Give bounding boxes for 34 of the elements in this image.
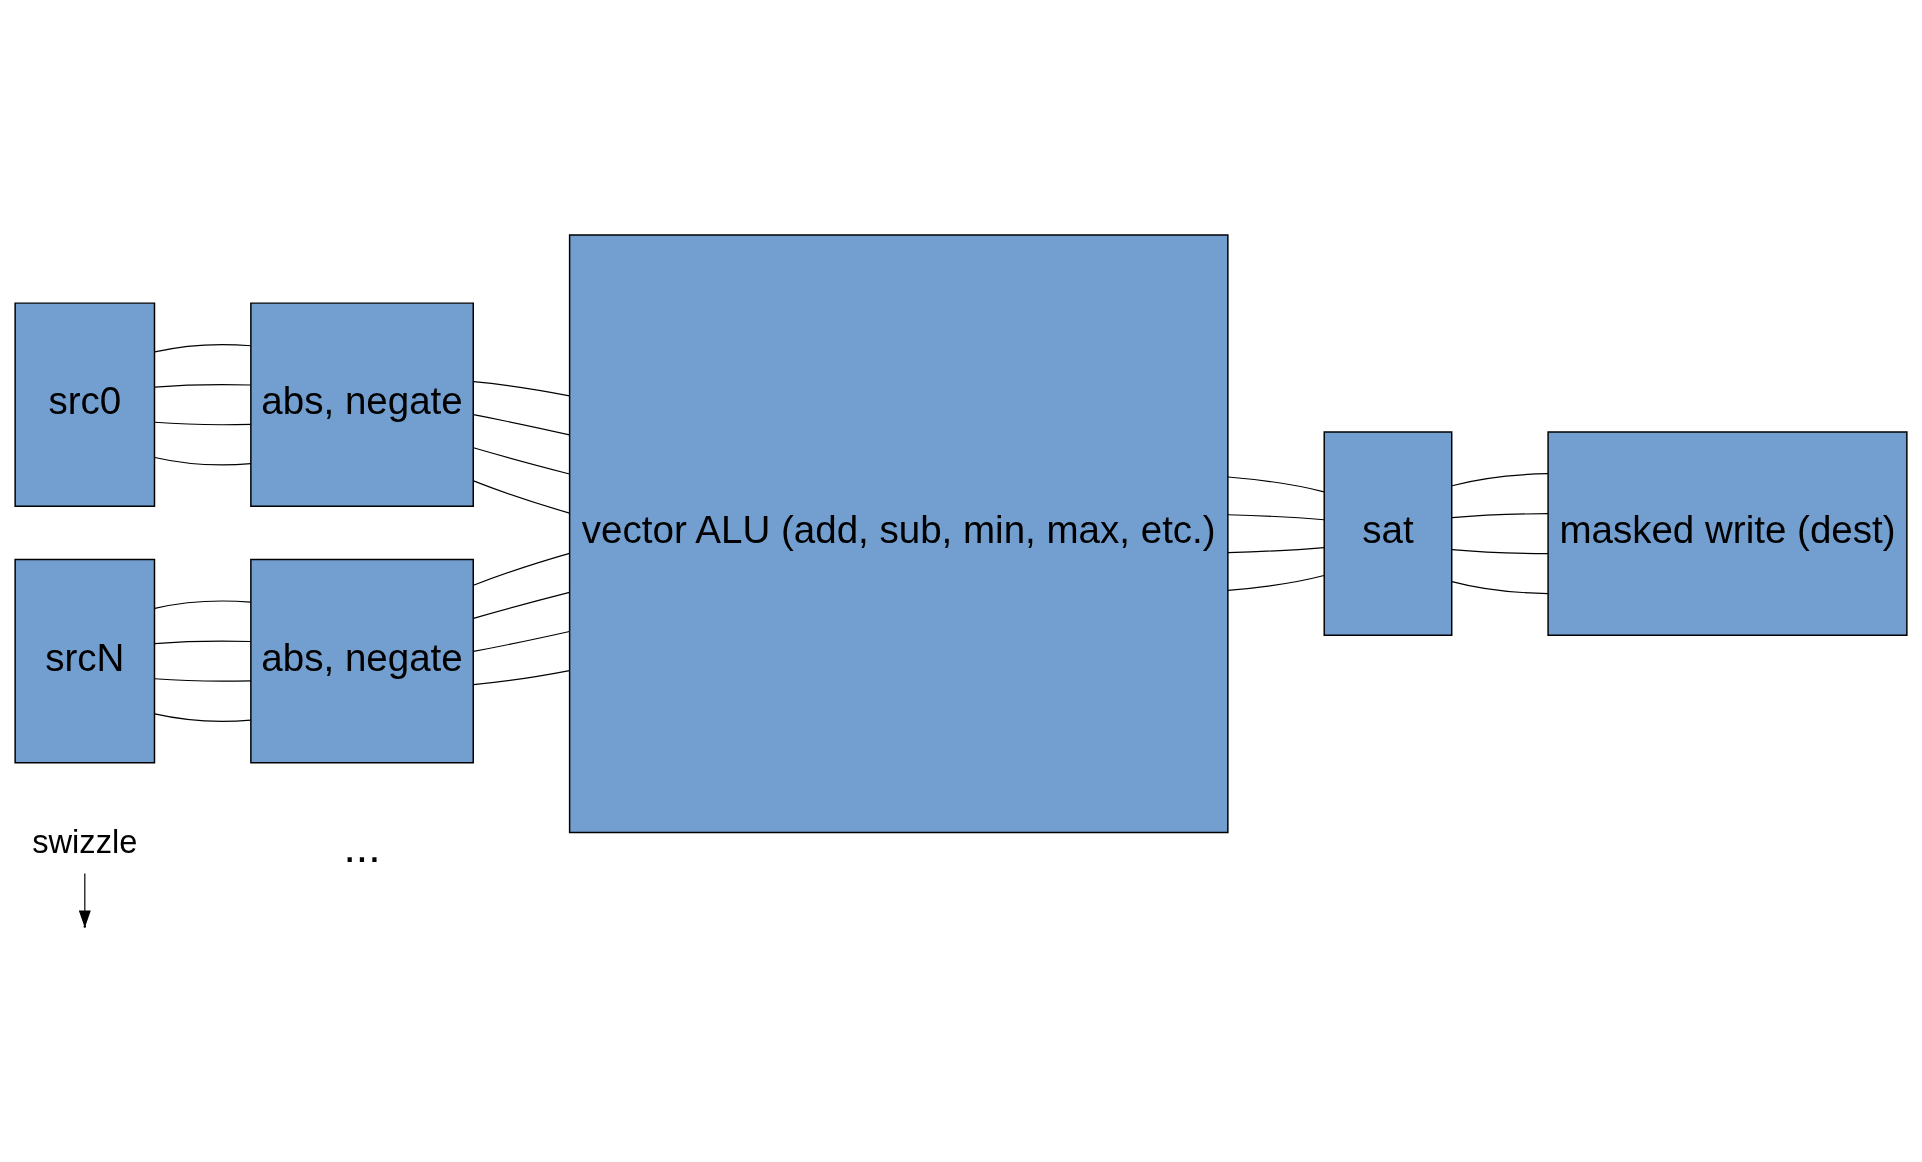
connector <box>472 670 571 686</box>
connector <box>1451 581 1549 595</box>
connector <box>154 640 252 645</box>
node-box: srcN <box>14 558 156 764</box>
node-box: abs, negate <box>250 302 474 507</box>
connector <box>154 600 252 609</box>
node-text: swizzle <box>32 823 138 861</box>
connector <box>154 344 252 353</box>
node-box: vector ALU (add, sub, min, max, etc.) <box>568 234 1229 834</box>
connector <box>472 630 571 653</box>
arrow <box>78 872 91 928</box>
connector <box>154 456 252 466</box>
node-box: sat <box>1323 431 1453 636</box>
node-box: masked write (dest) <box>1547 431 1908 636</box>
connector <box>472 447 571 475</box>
connector <box>472 591 571 619</box>
label: ... <box>343 822 381 872</box>
connector <box>1227 547 1325 554</box>
node-box: abs, negate <box>250 558 474 764</box>
connector <box>1451 473 1549 487</box>
connector <box>154 713 252 722</box>
connector <box>154 384 252 388</box>
connector <box>1451 549 1549 555</box>
connector <box>1227 514 1325 521</box>
connector <box>1227 476 1325 493</box>
connector <box>472 552 571 586</box>
connector <box>154 421 252 426</box>
node-box: src0 <box>14 302 156 507</box>
connector <box>472 381 571 397</box>
connector <box>472 414 571 436</box>
connector <box>472 480 571 514</box>
connector <box>1451 513 1549 519</box>
connector <box>1227 574 1325 591</box>
connector <box>154 678 252 682</box>
